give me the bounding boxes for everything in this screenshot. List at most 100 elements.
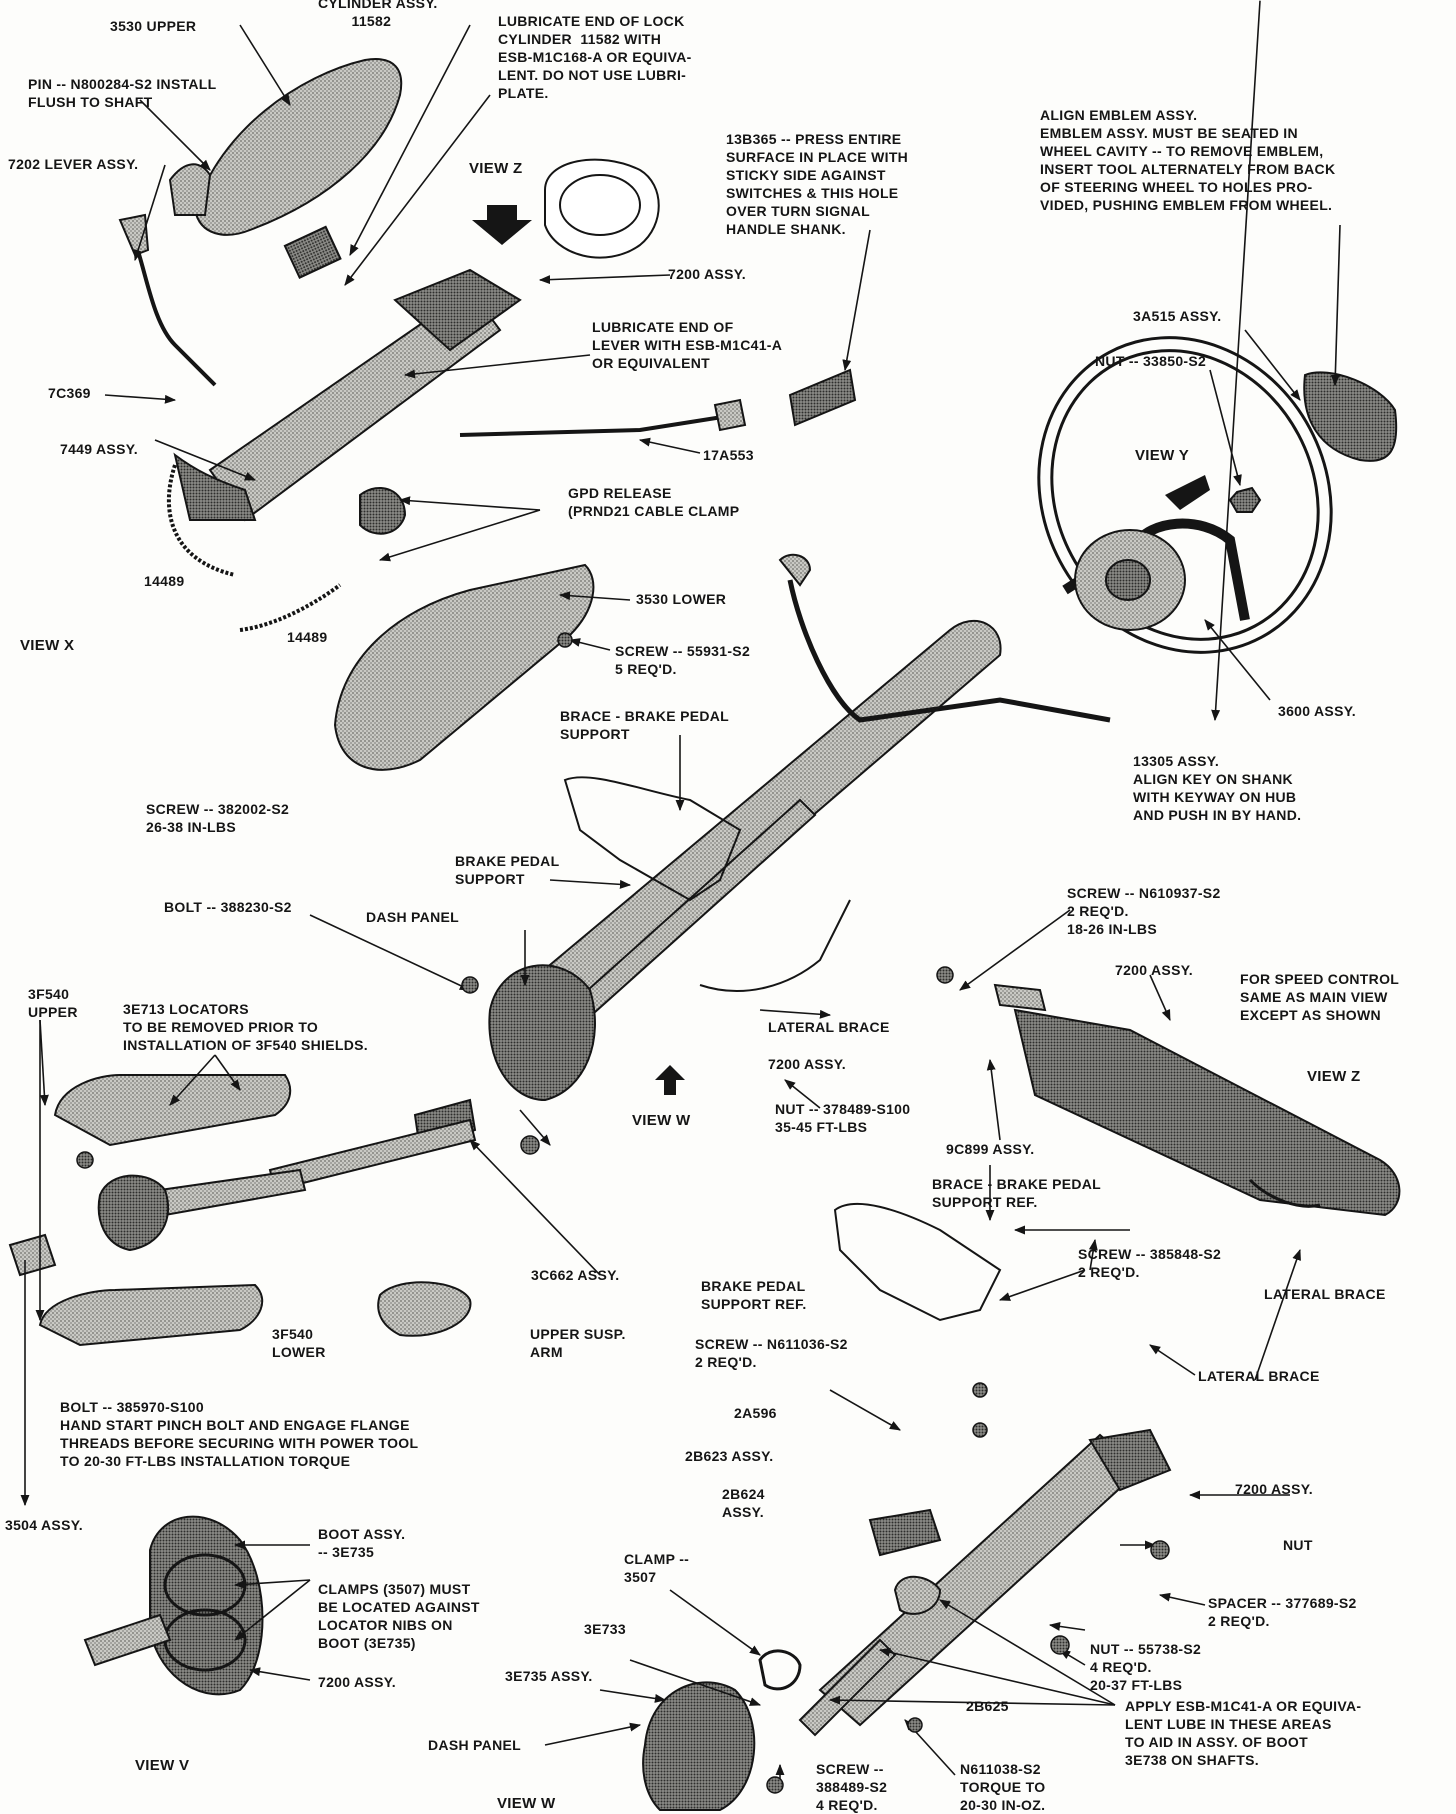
switch-pad-13b365	[788, 368, 857, 427]
screw-385848	[972, 1382, 988, 1398]
label-lateral-brace-b: LATERAL BRACE	[1264, 1286, 1386, 1302]
clamp-3507	[758, 1649, 802, 1691]
lower-shaft	[558, 798, 817, 1032]
boot-shaft	[83, 1613, 172, 1667]
label-brake-pedal-support: BRAKE PEDAL SUPPORT	[455, 853, 560, 887]
label-7200-assy-b: 7200 ASSY.	[1115, 962, 1193, 978]
label-gpd-release: GPD RELEASE (PRND21 CABLE CLAMP	[568, 485, 740, 519]
column-head	[393, 268, 522, 352]
screw-55931	[557, 632, 573, 648]
label-3e733: 3E733	[584, 1621, 626, 1637]
view-z-arrow-icon	[472, 205, 532, 245]
label-cylinder-assy: CYLINDER ASSY. 11582	[318, 0, 438, 29]
lower-shroud-3530	[333, 563, 595, 771]
label-3e713-locators: 3E713 LOCATORS TO BE REMOVED PRIOR TO IN…	[123, 1001, 368, 1053]
fasteners	[76, 632, 1170, 1794]
upper-shroud-3530	[193, 58, 403, 236]
label-view-w-a: VIEW W	[632, 1112, 691, 1129]
label-lateral-brace-c: LATERAL BRACE	[1198, 1368, 1320, 1384]
speed-control-view-z	[993, 983, 1401, 1217]
wire-harness-14489-a	[166, 464, 236, 577]
turn-signal-lever-7202	[128, 229, 217, 387]
label-view-w-b: VIEW W	[497, 1795, 556, 1812]
label-14489-b: 14489	[287, 629, 328, 645]
brake-pedal-support-brace	[563, 776, 742, 902]
label-nut-55738: NUT -- 55738-S2 4 REQ'D. 20-37 FT-LBS	[1090, 1641, 1202, 1693]
label-3600-assy: 3600 ASSY.	[1278, 703, 1356, 719]
label-2a596: 2A596	[734, 1405, 777, 1421]
label-screw-388489: SCREW -- 388489-S2 4 REQ'D.	[816, 1761, 888, 1813]
n611038-screw	[907, 1717, 923, 1733]
upper-shield-3f540	[53, 1074, 292, 1147]
shroud-tab	[168, 163, 212, 216]
label-view-x: VIEW X	[20, 637, 75, 654]
label-3530-lower: 3530 LOWER	[636, 591, 727, 607]
label-3a515: 3A515 ASSY.	[1133, 308, 1222, 324]
label-lateral-brace-a: LATERAL BRACE	[768, 1019, 890, 1035]
label-boot-assy: BOOT ASSY. -- 3E735	[318, 1526, 406, 1560]
label-3c662: 3C662 ASSY.	[531, 1267, 620, 1283]
shift-knob	[713, 398, 747, 432]
label-speed-control: FOR SPEED CONTROL SAME AS MAIN VIEW EXCE…	[1240, 971, 1400, 1023]
bolt-385970	[76, 1151, 94, 1169]
label-7200-assy-a: 7200 ASSY.	[668, 266, 746, 282]
label-nut-378489: NUT -- 378489-S100 35-45 FT-LBS	[775, 1101, 911, 1135]
label-7c369: 7C369	[48, 385, 91, 401]
label-2b624: 2B624 ASSY.	[722, 1486, 765, 1520]
label-spacer-377689: SPACER -- 377689-S2 2 REQ'D.	[1208, 1595, 1357, 1629]
spacer-bracket	[893, 1575, 942, 1615]
3f540-shield-assembly	[8, 1074, 292, 1347]
label-screw-55931: SCREW -- 55931-S2 5 REQ'D.	[615, 643, 751, 677]
label-7449: 7449 ASSY.	[60, 441, 138, 457]
label-2b625: 2B625	[966, 1698, 1009, 1714]
steering-shaft-lower	[798, 1638, 897, 1737]
label-nut-33850: NUT -- 33850-S2	[1095, 353, 1207, 369]
label-apply-lube: APPLY ESB-M1C41-A OR EQUIVA- LENT LUBE I…	[1125, 1698, 1362, 1768]
label-view-z-top: VIEW Z	[469, 160, 523, 177]
wheel-nut-33850	[1228, 486, 1262, 513]
view-w-assembly	[642, 1202, 1172, 1811]
screw-n610937	[936, 966, 954, 984]
label-nut-b: NUT	[1283, 1537, 1313, 1553]
speed-control-wire	[1248, 1178, 1321, 1208]
label-7200-assy-c: 7200 ASSY.	[768, 1056, 846, 1072]
label-screw-n610937: SCREW -- N610937-S2 2 REQ'D. 18-26 IN-LB…	[1067, 885, 1221, 937]
speed-control-switch	[993, 983, 1047, 1012]
label-brace-bps: BRACE - BRAKE PEDAL SUPPORT	[560, 708, 730, 742]
dash-panel-ring	[488, 964, 596, 1102]
label-7200-assy-d: 7200 ASSY.	[1235, 1481, 1313, 1497]
label-view-v: VIEW V	[135, 1757, 190, 1774]
label-14489-a: 14489	[144, 573, 185, 589]
shift-lever-main	[787, 579, 1111, 723]
label-bolt-385970: BOLT -- 385970-S100 HAND START PINCH BOL…	[60, 1399, 419, 1469]
label-clamp-3507: CLAMP -- 3507	[624, 1551, 690, 1585]
shift-lever-17a553	[459, 413, 736, 437]
view-y-arrow-icon	[1165, 475, 1210, 510]
brace-ref-lower	[833, 1202, 1002, 1322]
lower-shield-3f540	[38, 1283, 264, 1347]
emblem-3a515	[1303, 371, 1398, 462]
lateral-brace-main	[699, 899, 851, 992]
view-v-boot-assembly	[83, 1515, 264, 1696]
label-align-emblem: ALIGN EMBLEM ASSY. EMBLEM ASSY. MUST BE …	[1040, 107, 1336, 213]
lock-cylinder	[283, 225, 342, 279]
label-2b623: 2B623 ASSY.	[685, 1448, 774, 1464]
label-7200-assy-e: 7200 ASSY.	[318, 1674, 396, 1690]
label-n611038: N611038-S2 TORQUE TO 20-30 IN-OZ.	[960, 1761, 1046, 1813]
dash-boot	[642, 1681, 756, 1811]
wire-harness-14489-b	[239, 583, 342, 632]
label-9c899: 9C899 ASSY.	[946, 1141, 1035, 1157]
speed-control-column	[1013, 1008, 1401, 1217]
boot-3e735	[149, 1515, 264, 1696]
label-dash-panel-a: DASH PANEL	[366, 909, 459, 925]
bolt-388230	[461, 976, 479, 994]
bracket-2b623	[868, 1508, 942, 1557]
label-3530-upper: 3530 UPPER	[110, 18, 197, 34]
label-dash-panel-b: DASH PANEL	[428, 1737, 521, 1753]
label-lubricate-lock: LUBRICATE END OF LOCK CYLINDER 11582 WIT…	[498, 13, 692, 101]
upper-column-assembly	[118, 58, 747, 771]
label-3f540-lower: 3F540 LOWER	[272, 1326, 326, 1360]
label-lubricate-lever: LUBRICATE END OF LEVER WITH ESB-M1C41-A …	[592, 319, 783, 371]
